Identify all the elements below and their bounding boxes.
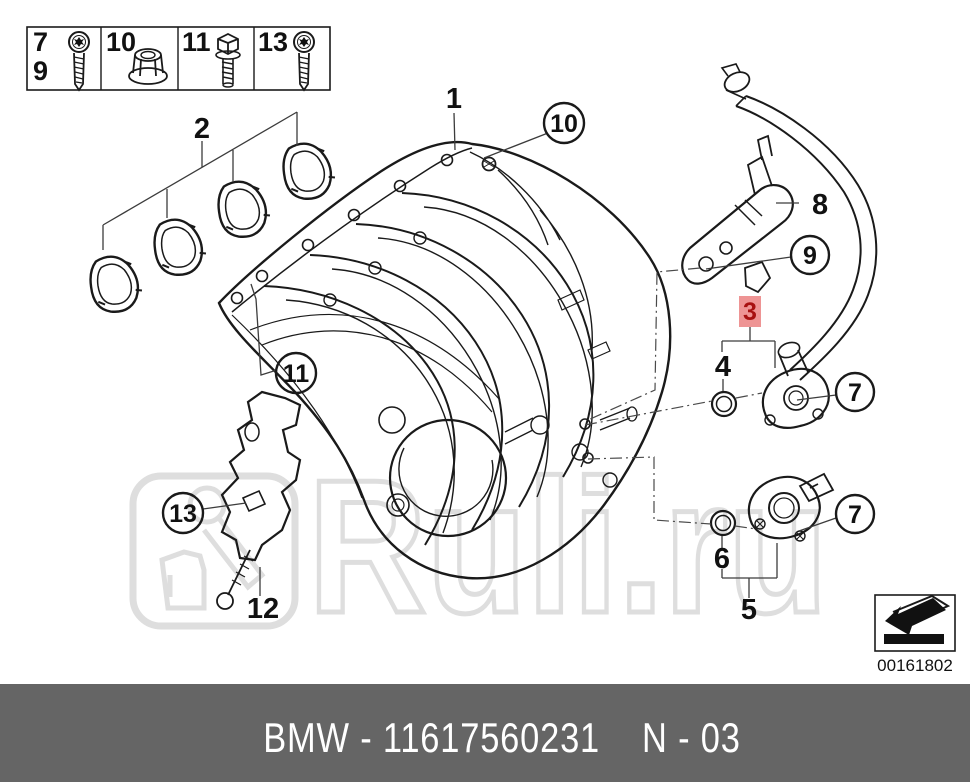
gasket (84, 250, 147, 318)
torx-screw-icon (68, 31, 90, 91)
watermark-text: Ruli.ru (308, 441, 828, 653)
callout-7-bottom[interactable]: 7 (798, 493, 876, 535)
callout-3-label[interactable]: 3 (743, 298, 757, 326)
callout-8[interactable]: 8 (776, 189, 828, 221)
callout-6[interactable]: 6 (714, 536, 730, 575)
callout-5-label[interactable]: 5 (741, 594, 757, 626)
callout-7-top-label[interactable]: 7 (848, 379, 862, 407)
callout-10-label[interactable]: 10 (550, 110, 578, 138)
callout-13-label[interactable]: 13 (169, 500, 197, 528)
callout-11[interactable]: 11 (250, 283, 318, 395)
footer-bar-bg (0, 684, 970, 782)
gasket (212, 175, 275, 243)
bracket-screw (216, 549, 254, 610)
legend-num-7: 7 (33, 27, 48, 57)
callout-5[interactable]: 5 (721, 543, 778, 626)
flange-nut-icon (128, 48, 168, 85)
intake-manifold (217, 140, 672, 580)
callout-12-label[interactable]: 12 (247, 593, 279, 625)
legend-box: 7 9 10 11 13 (26, 26, 331, 91)
o-ring-4 (710, 390, 738, 418)
legend-num-10: 10 (106, 27, 136, 57)
legend-num-13: 13 (258, 27, 288, 57)
watermark-logo-box (129, 472, 299, 630)
hex-bolt-icon (215, 32, 241, 88)
footer-bar: BMW - 11617560231 N - 03 (0, 684, 970, 782)
callout-4[interactable]: 4 (715, 351, 731, 391)
holder-bracket-8 (681, 134, 794, 294)
watermark: Ruli.ru (129, 439, 831, 656)
callout-7-top[interactable]: 7 (796, 371, 876, 413)
vent-hose (720, 63, 878, 381)
actuator-cluster (378, 406, 638, 538)
gasket (277, 137, 340, 205)
callout-3-highlighted[interactable]: 3 (721, 296, 776, 368)
image-stamp: 00161802 (874, 594, 956, 675)
callout-1[interactable]: 1 (446, 83, 462, 151)
callout-4-label[interactable]: 4 (715, 351, 731, 383)
hose-connector (720, 63, 751, 107)
footer-part-number: BMW - 11617560231 (263, 715, 600, 762)
footer-revision-code: N - 03 (642, 715, 741, 762)
diagram-arrow-icon (884, 594, 951, 644)
callout-9[interactable]: 9 (705, 234, 831, 276)
callout-3-highlight-box[interactable] (739, 296, 761, 327)
o-ring-6 (709, 509, 737, 537)
callout-2-label[interactable]: 2 (194, 113, 210, 145)
wrench-icon (187, 485, 266, 591)
stamp-number: 00161802 (877, 656, 953, 675)
gasket (148, 213, 211, 281)
callout-6-label[interactable]: 6 (714, 543, 730, 575)
legend-num-11: 11 (182, 27, 211, 57)
callout-1-label[interactable]: 1 (446, 83, 462, 115)
callout-9-label[interactable]: 9 (803, 242, 817, 270)
torx-screw-icon (293, 31, 315, 91)
callout-2-leader (102, 111, 298, 250)
oil-can-icon (159, 549, 207, 611)
flange-bolts (230, 153, 497, 305)
callout-7-bottom-label[interactable]: 7 (848, 501, 862, 529)
callout-12[interactable]: 12 (247, 567, 279, 625)
vent-valve-bottom (747, 472, 835, 542)
vent-valve-top (761, 341, 830, 429)
support-bracket-12 (216, 390, 302, 610)
callout-13[interactable]: 13 (161, 491, 247, 535)
legend-num-9: 9 (33, 56, 48, 86)
callout-11-label[interactable]: 11 (283, 360, 310, 388)
callout-10[interactable]: 10 (483, 101, 586, 159)
assembly-leader-lines (584, 267, 763, 530)
callout-8-label[interactable]: 8 (812, 189, 828, 221)
